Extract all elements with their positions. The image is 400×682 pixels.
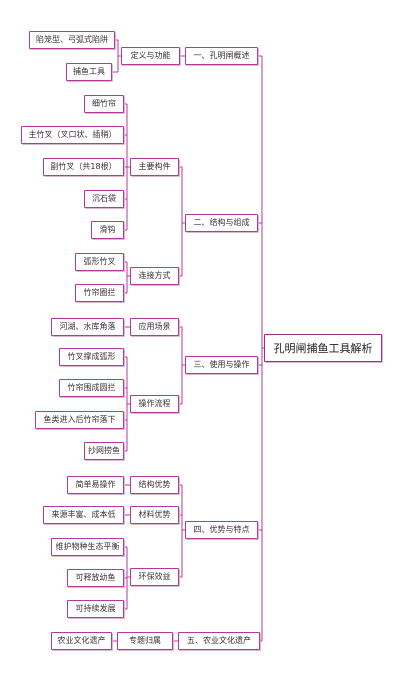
leaf-node: 农业文化遗产 [51, 632, 112, 650]
root-node: 孔明闸捕鱼工具解析 [264, 334, 382, 362]
leaf-node: 弧形竹叉 [75, 253, 124, 271]
leaf-node: 主竹叉（叉口状、插稍） [21, 126, 124, 144]
group-node: 连接方式 [130, 267, 179, 285]
section-node: 二、结构与组成 [185, 214, 258, 232]
leaf-node: 细竹帘 [84, 95, 124, 113]
group-node: 材料优势 [130, 506, 179, 524]
section-node: 五、农业文化遗产 [178, 632, 260, 650]
group-node: 专题归属 [117, 632, 173, 650]
group-node: 操作流程 [130, 395, 179, 413]
leaf-node: 鱼类进入后竹帘落下 [35, 411, 124, 429]
group-node: 环保效益 [130, 568, 179, 586]
leaf-node: 陷笼型、弓弧式陷阱 [29, 31, 115, 49]
leaf-node: 副竹叉（共18根） [43, 158, 124, 176]
leaf-node: 河湖、水库角落 [51, 318, 124, 336]
leaf-node: 竹帘圈拦 [75, 284, 124, 302]
leaf-node: 捕鱼工具 [66, 63, 112, 81]
group-node: 主要构件 [130, 158, 179, 176]
leaf-node: 来源丰富、成本低 [43, 506, 124, 524]
leaf-node: 维护物种生态平衡 [51, 538, 124, 556]
section-node: 四、优势与特点 [185, 521, 258, 539]
group-node: 结构优势 [130, 476, 179, 494]
leaf-node: 抄网捞鱼 [84, 442, 124, 460]
leaf-node: 简单易操作 [67, 476, 124, 494]
leaf-node: 可释放幼鱼 [67, 569, 124, 587]
leaf-node: 滑钩 [91, 221, 124, 239]
group-node: 定义与功能 [121, 47, 180, 65]
group-node: 应用场景 [130, 318, 179, 336]
leaf-node: 沉石袋 [84, 190, 124, 208]
leaf-node: 竹帘围成圆拦 [59, 379, 124, 397]
section-node: 一、孔明闸概述 [185, 47, 258, 65]
leaf-node: 竹叉撑成弧形 [59, 348, 124, 366]
section-node: 三、使用与操作 [185, 356, 258, 374]
leaf-node: 可持续发展 [67, 600, 124, 618]
